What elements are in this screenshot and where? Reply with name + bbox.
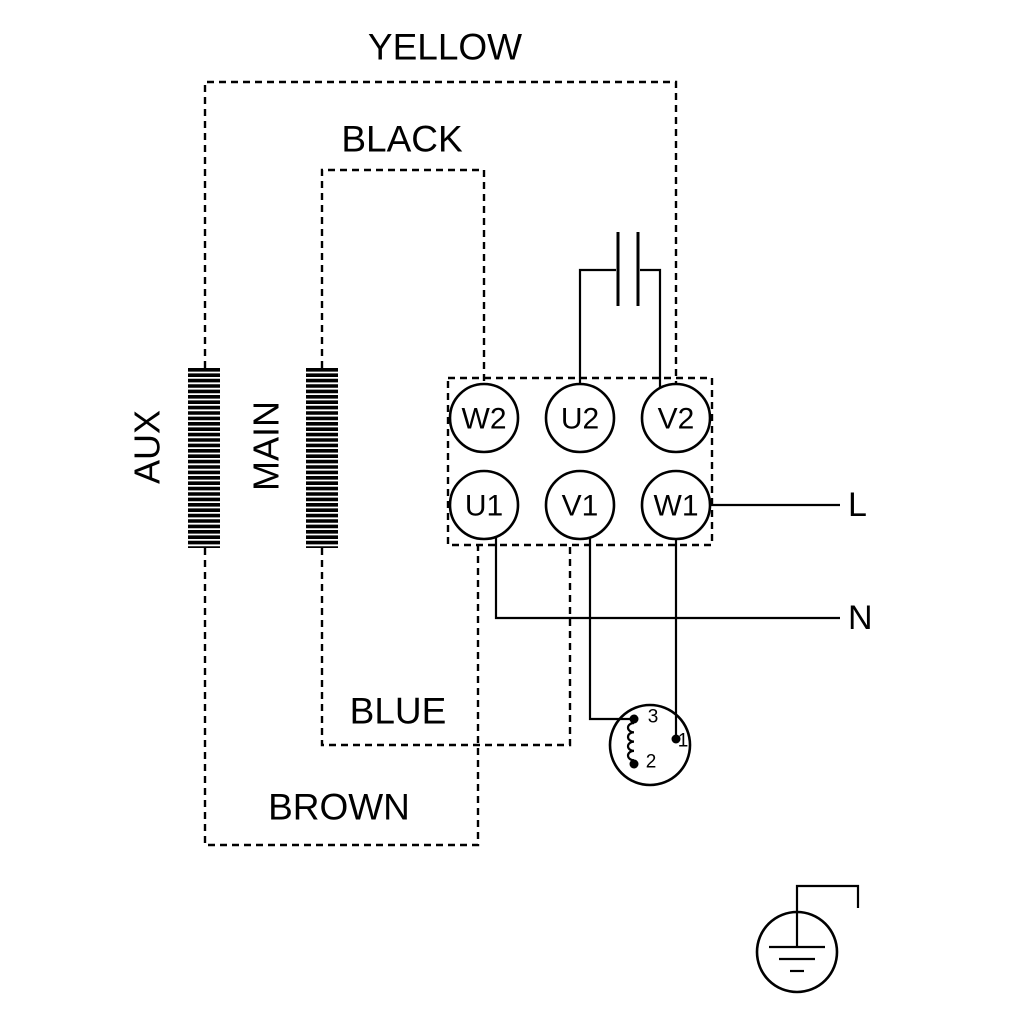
capacitor-lead-left bbox=[578, 268, 616, 384]
neutral-N-wire bbox=[494, 538, 840, 620]
black-wire-path bbox=[320, 168, 486, 384]
neutral-label: N bbox=[848, 599, 873, 637]
black-wire-label: BLACK bbox=[341, 119, 463, 160]
terminal-w2 bbox=[448, 382, 520, 454]
brown-wire-path bbox=[203, 540, 480, 847]
terminal-label-v1: V1 bbox=[562, 490, 599, 523]
switch-contact-dot-3 bbox=[629, 714, 639, 724]
line-label: L bbox=[848, 486, 867, 524]
capacitor-lead-right bbox=[640, 268, 662, 388]
terminal-label-w1: W1 bbox=[654, 490, 699, 523]
switch-heater-coil bbox=[626, 721, 635, 762]
terminal-u2 bbox=[544, 382, 616, 454]
terminal-label-u1: U1 bbox=[465, 490, 503, 523]
blue-wire-path bbox=[320, 544, 572, 747]
terminal-v2 bbox=[640, 382, 712, 454]
yellow-wire-path bbox=[203, 80, 678, 384]
switch-contact-label-2: 2 bbox=[646, 752, 657, 773]
yellow-wire-label: YELLOW bbox=[368, 27, 522, 68]
switch-contact-dot-2 bbox=[629, 759, 639, 769]
switch-contact-label-1: 1 bbox=[678, 731, 689, 752]
ground-wire bbox=[795, 884, 860, 947]
v1-to-switch-wire bbox=[588, 538, 631, 721]
blue-wire-label: BLUE bbox=[350, 691, 447, 732]
terminal-label-w2: W2 bbox=[462, 403, 507, 436]
terminal-u1 bbox=[448, 469, 520, 541]
terminal-label-v2: V2 bbox=[658, 403, 695, 436]
terminal-v1 bbox=[544, 469, 616, 541]
switch-contact-label-3: 3 bbox=[648, 707, 659, 728]
switch-contact-dot-1 bbox=[671, 734, 681, 744]
ground-symbol bbox=[755, 884, 860, 994]
aux-winding-label: AUX bbox=[127, 410, 168, 484]
terminal-w1 bbox=[640, 469, 712, 541]
brown-wire-label: BROWN bbox=[268, 787, 410, 828]
terminal-label-u2: U2 bbox=[561, 403, 599, 436]
main-winding-label: MAIN bbox=[246, 401, 287, 491]
